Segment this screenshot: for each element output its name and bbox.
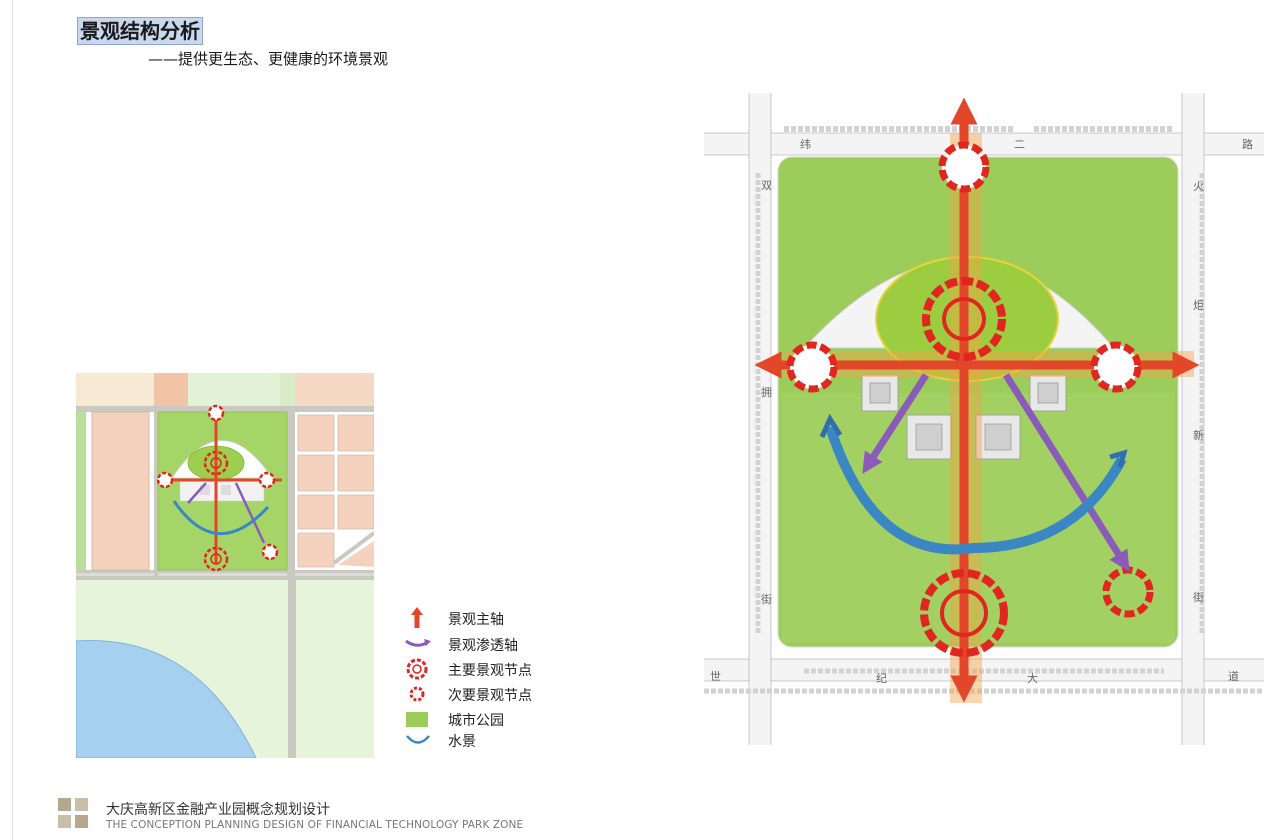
page-title: 景观结构分析 (77, 17, 203, 45)
road-label-bottom-1: 世 (710, 670, 721, 683)
penetration-axis-arrow-icon (405, 639, 431, 647)
legend-label: 次要景观节点 (448, 688, 532, 704)
legend-label: 景观主轴 (448, 612, 504, 628)
project-logo-icon (58, 798, 88, 828)
road-label-bottom-4: 道 (1228, 669, 1239, 683)
legend-item-city-park: 城市公园 (404, 708, 604, 730)
main-node-ring-icon (406, 658, 428, 680)
road-label-right-3: 新 (1193, 428, 1204, 442)
legend-label: 城市公园 (448, 713, 504, 729)
page-left-rule (12, 0, 13, 840)
road-label-right-2: 炬 (1193, 299, 1204, 312)
context-map (76, 373, 374, 758)
road-label-bottom-3: 大 (1027, 671, 1038, 685)
legend-label: 景观渗透轴 (448, 638, 518, 654)
city-park-swatch-icon (406, 712, 428, 727)
legend-item-waterscape: 水景 (404, 729, 604, 751)
legend-item-secondary-node: 次要景观节点 (404, 683, 604, 705)
legend-item-penetration-axis: 景观渗透轴 (404, 633, 604, 655)
legend-item-main-node: 主要景观节点 (404, 658, 604, 680)
legend-item-main-axis: 景观主轴 (404, 607, 604, 629)
road-label-top-1: 纬 (800, 138, 811, 151)
road-label-left-2: 拥 (761, 385, 772, 399)
legend-label: 主要景观节点 (448, 663, 532, 679)
page-subtitle: ——提供更生态、更健康的环境景观 (148, 50, 389, 68)
waterscape-arc-icon (406, 735, 430, 744)
legend-label: 水景 (448, 734, 476, 750)
main-axis-arrow-icon (411, 607, 423, 628)
road-label-top-2: 二 (1014, 138, 1025, 151)
road-label-left-1: 双 (761, 179, 772, 192)
road-label-top-3: 路 (1242, 138, 1253, 151)
secondary-node-ring-icon (409, 686, 425, 702)
road-label-left-3: 街 (761, 592, 772, 606)
footer-project-name-cn: 大庆高新区金融产业园概念规划设计 (106, 802, 330, 818)
road-label-bottom-2: 纪 (876, 672, 887, 685)
masterplan-map: 纬 二 路 双 拥 街 火 炬 新 街 世 纪 大 道 (704, 93, 1264, 745)
road-label-right-1: 火 (1193, 180, 1204, 193)
footer-project-name-en: THE CONCEPTION PLANNING DESIGN OF FINANC… (106, 819, 524, 831)
road-label-right-4: 街 (1193, 590, 1204, 604)
